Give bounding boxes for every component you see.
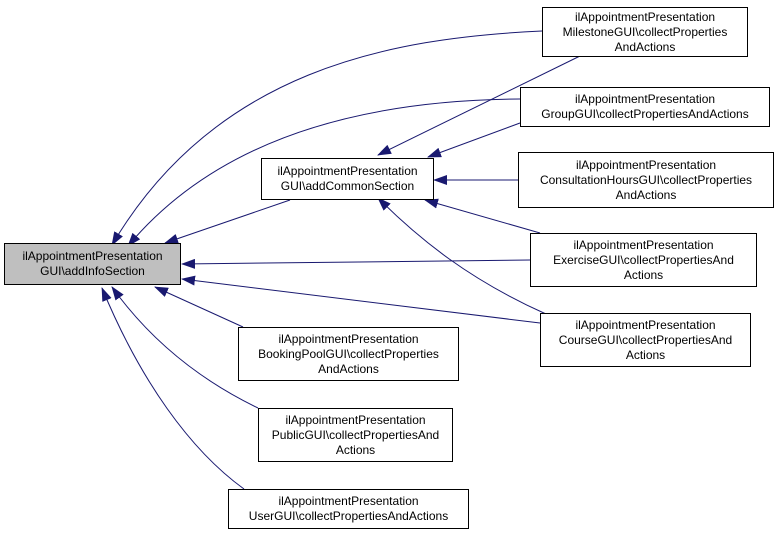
node-public-gui[interactable]: ilAppointmentPresentation PublicGUI\coll… <box>258 408 453 462</box>
node-line: ilAppointmentPresentation <box>574 9 716 24</box>
edge-milestone-to-addcommon <box>377 55 581 156</box>
node-line: ilAppointmentPresentation <box>278 494 419 508</box>
node-line: ilAppointmentPresentation <box>285 412 426 427</box>
node-line: ExerciseGUI\collectPropertiesAnd <box>553 252 734 267</box>
edge-group-to-addcommon <box>427 122 521 158</box>
edge-addcommon-to-addinfo <box>164 199 291 244</box>
edge-milestone-to-addinfo <box>111 30 543 246</box>
node-consultation-hours-gui[interactable]: ilAppointmentPresentation ConsultationHo… <box>518 152 774 208</box>
node-booking-pool-gui[interactable]: ilAppointmentPresentation BookingPoolGUI… <box>238 327 459 381</box>
edge-public-to-addinfo <box>111 286 259 409</box>
edge-bookingpool-to-addinfo <box>154 286 244 328</box>
edge-course-to-addinfo <box>181 275 541 324</box>
node-line: BookingPoolGUI\collectProperties <box>258 346 439 361</box>
node-group-gui[interactable]: ilAppointmentPresentation GroupGUI\colle… <box>520 87 770 127</box>
node-line: ilAppointmentPresentation <box>22 249 163 263</box>
node-line: ilAppointmentPresentation <box>278 331 419 346</box>
node-line: ilAppointmentPresentation <box>575 317 716 332</box>
node-line: ConsultationHoursGUI\collectProperties <box>539 172 753 187</box>
edge-user-to-addinfo <box>101 287 245 490</box>
edge-exercise-to-addinfo <box>181 258 531 269</box>
node-add-info-section[interactable]: ilAppointmentPresentation GUI\addInfoSec… <box>4 243 181 285</box>
node-line: Actions <box>623 267 664 282</box>
node-exercise-gui[interactable]: ilAppointmentPresentation ExerciseGUI\co… <box>530 233 757 287</box>
node-course-gui[interactable]: ilAppointmentPresentation CourseGUI\coll… <box>540 313 751 367</box>
edge-course-to-addcommon <box>377 197 547 315</box>
node-user-gui[interactable]: ilAppointmentPresentation UserGUI\collec… <box>228 489 469 529</box>
edge-group-to-addinfo <box>127 98 521 247</box>
node-line: PublicGUI\collectPropertiesAnd <box>271 427 440 442</box>
edge-exercise-to-addcommon <box>424 198 541 234</box>
node-line: AndActions <box>318 361 379 376</box>
node-line: AndActions <box>614 39 676 54</box>
node-line: Actions <box>335 442 376 457</box>
node-line: AndActions <box>615 187 677 202</box>
node-line: CourseGUI\collectPropertiesAnd <box>558 332 733 347</box>
node-line: ilAppointmentPresentation <box>574 92 716 106</box>
node-line: GroupGUI\collectPropertiesAndActions <box>541 107 749 121</box>
node-milestone-gui[interactable]: ilAppointmentPresentation MilestoneGUI\c… <box>542 7 748 57</box>
node-line: MilestoneGUI\collectProperties <box>562 24 728 39</box>
node-line: ilAppointmentPresentation <box>277 164 418 178</box>
node-line: ilAppointmentPresentation <box>575 157 717 172</box>
node-line: Actions <box>625 347 666 362</box>
node-line: GUI\addCommonSection <box>280 179 415 193</box>
node-line: UserGUI\collectPropertiesAndActions <box>248 509 449 523</box>
node-add-common-section[interactable]: ilAppointmentPresentation GUI\addCommonS… <box>261 158 434 200</box>
node-line: ilAppointmentPresentation <box>573 237 714 252</box>
node-line: GUI\addInfoSection <box>40 264 145 278</box>
